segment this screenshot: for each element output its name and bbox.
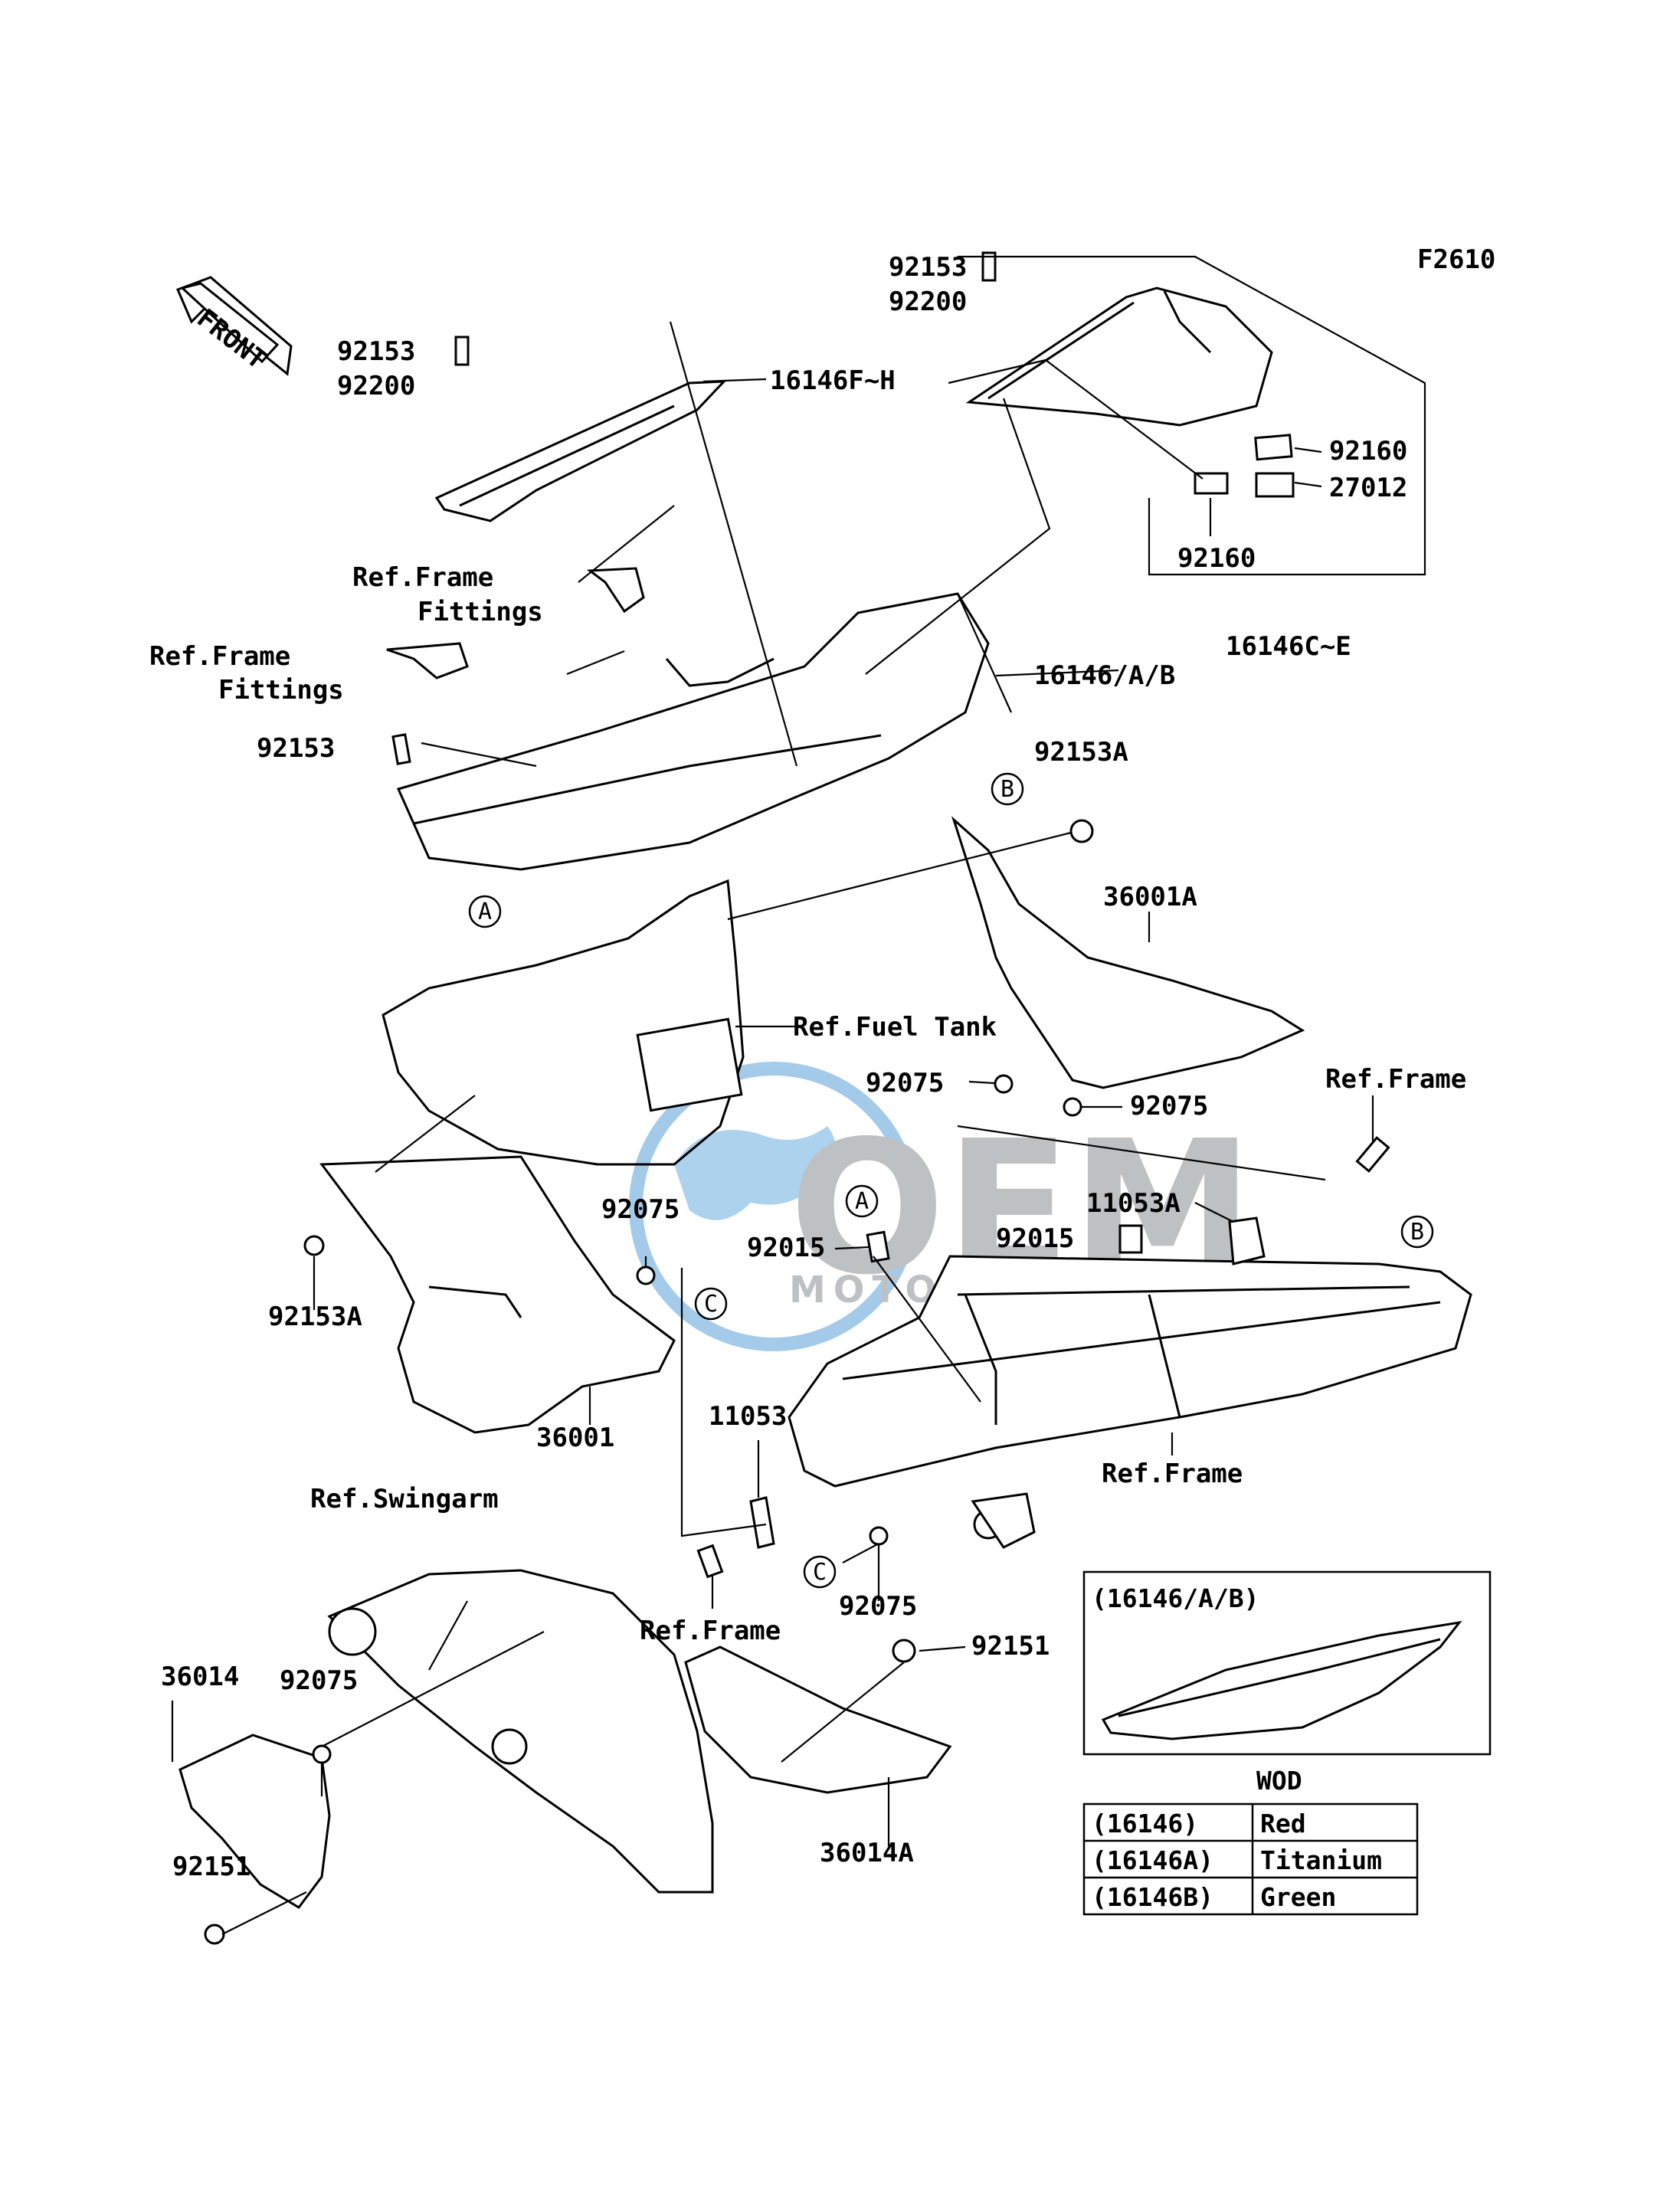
- collar-icon: [994, 1074, 1014, 1094]
- leader-lines: [171, 255, 1426, 1935]
- ref-marker-A: A: [468, 895, 502, 928]
- label-92160: 92160: [1177, 543, 1256, 574]
- label-36001: 36001: [536, 1423, 614, 1453]
- label-92151: 92151: [971, 1631, 1050, 1662]
- label-16146FH: 16146F~H: [770, 365, 896, 396]
- bolt-icon: [1355, 1136, 1390, 1173]
- pad-92160-upper: [1254, 434, 1293, 461]
- label-92153: 92153: [337, 336, 415, 367]
- label-36014A: 36014A: [820, 1838, 914, 1868]
- table-row-color: Titanium: [1260, 1845, 1382, 1875]
- label-92075: 92075: [839, 1591, 917, 1622]
- label-ref-frame-fittings: Fittings: [418, 597, 543, 627]
- label-92075: 92075: [1130, 1091, 1208, 1121]
- chain-guard-36014A: [684, 1645, 952, 1794]
- table-row-code: (16146A): [1092, 1845, 1213, 1875]
- label-11053A: 11053A: [1086, 1188, 1181, 1219]
- frame-fitting-bracket-1: [586, 567, 645, 614]
- inset-title: (16146/A/B): [1092, 1583, 1259, 1613]
- collar-icon: [636, 1265, 656, 1285]
- label-92075: 92075: [280, 1665, 358, 1696]
- table-row-code: (16146): [1092, 1809, 1198, 1838]
- label-ref-swingarm: Ref.Swingarm: [310, 1484, 499, 1514]
- ref-marker-B: B: [1400, 1215, 1434, 1249]
- spacer-icon: [1118, 1224, 1143, 1254]
- inset-caption: WOD: [1256, 1766, 1302, 1796]
- label-ref-frame: Ref.Frame: [1102, 1459, 1243, 1489]
- part-labels: 92153 92200 92153 92200 16146F~H 92160 2…: [149, 252, 1466, 1882]
- rear-frame: [788, 1255, 1472, 1549]
- color-table: (16146) Red (16146A) Titanium (16146B) G…: [1082, 1802, 1419, 1916]
- bolt-icon: [696, 1544, 724, 1579]
- label-92015: 92015: [747, 1233, 825, 1263]
- seat-cowl-16146CE: [965, 286, 1273, 427]
- fuel-tank: [382, 879, 745, 1166]
- frame-fitting-bracket-2: [386, 642, 469, 679]
- label-92015: 92015: [996, 1223, 1074, 1254]
- table-row-code: (16146B): [1092, 1882, 1213, 1912]
- table-row-color: Green: [1260, 1882, 1336, 1912]
- swingarm: [327, 1569, 714, 1894]
- label-ref-frame-fittings: Fittings: [218, 675, 344, 706]
- svg-text:A: A: [478, 899, 492, 925]
- pad-27012: [1255, 472, 1295, 498]
- label-16146AB: 16146/A/B: [1034, 660, 1175, 691]
- bolt-icon: [981, 251, 997, 282]
- label-92075: 92075: [601, 1194, 680, 1225]
- svg-text:C: C: [813, 1559, 827, 1586]
- label-92160: 92160: [1329, 436, 1407, 467]
- seat-cowl-piece-16146FH: [434, 380, 727, 522]
- svg-text:B: B: [1410, 1219, 1424, 1246]
- label-ref-frame: Ref.Frame: [640, 1616, 781, 1646]
- bracket-11053A: [1228, 1216, 1266, 1265]
- label-92200: 92200: [337, 371, 415, 401]
- label-16146CE: 16146C~E: [1226, 631, 1351, 662]
- bracket-11053: [749, 1496, 775, 1549]
- label-92151: 92151: [172, 1852, 251, 1882]
- collar-icon: [312, 1744, 332, 1764]
- svg-text:C: C: [704, 1291, 718, 1318]
- ref-marker-B: B: [991, 772, 1024, 806]
- bolt-icon: [303, 1235, 325, 1256]
- svg-text:B: B: [1000, 776, 1014, 803]
- ref-marker-C: C: [694, 1287, 728, 1321]
- bolt-icon: [892, 1639, 916, 1663]
- label-27012: 27012: [1329, 473, 1407, 503]
- label-92153A: 92153A: [1034, 737, 1128, 768]
- label-11053: 11053: [709, 1401, 787, 1432]
- label-ref-frame-fittings: Ref.Frame: [352, 562, 493, 593]
- side-cover-36001A: [951, 816, 1305, 1089]
- bolt-icon: [204, 1924, 225, 1945]
- svg-text:A: A: [855, 1188, 869, 1215]
- ref-marker-C: C: [803, 1555, 837, 1589]
- label-92075: 92075: [866, 1068, 944, 1098]
- collar-icon: [1063, 1097, 1082, 1117]
- side-cover-36001: [319, 1155, 676, 1434]
- collar-icon: [869, 1526, 889, 1546]
- label-92153A: 92153A: [268, 1302, 362, 1332]
- table-row-color: Red: [1260, 1809, 1306, 1838]
- chain-guard-36014: [178, 1734, 331, 1909]
- ref-marker-A: A: [845, 1184, 879, 1218]
- label-92153: 92153: [889, 252, 967, 283]
- inset-seat-cover: [1101, 1620, 1462, 1740]
- label-ref-frame-fittings: Ref.Frame: [149, 641, 290, 672]
- bolt-icon: [454, 336, 470, 366]
- front-arrow-icon: FRONT: [176, 276, 293, 376]
- label-ref-fuel-tank: Ref.Fuel Tank: [793, 1012, 997, 1043]
- label-36014: 36014: [161, 1662, 239, 1692]
- spacer-icon: [866, 1230, 890, 1263]
- label-ref-frame: Ref.Frame: [1325, 1064, 1466, 1095]
- label-36001A: 36001A: [1103, 882, 1197, 912]
- label-92200: 92200: [889, 286, 967, 317]
- watermark-globe-icon: [629, 1062, 919, 1351]
- bolt-icon: [1069, 819, 1094, 843]
- figure-code: F2610: [1417, 244, 1495, 275]
- watermark-globe-continents-icon: [674, 1126, 837, 1220]
- label-92153: 92153: [257, 733, 335, 764]
- color-variant-inset: (16146/A/B) WOD: [1082, 1570, 1492, 1796]
- bolt-icon: [391, 733, 411, 765]
- seat-cover-16146AB: [396, 592, 990, 871]
